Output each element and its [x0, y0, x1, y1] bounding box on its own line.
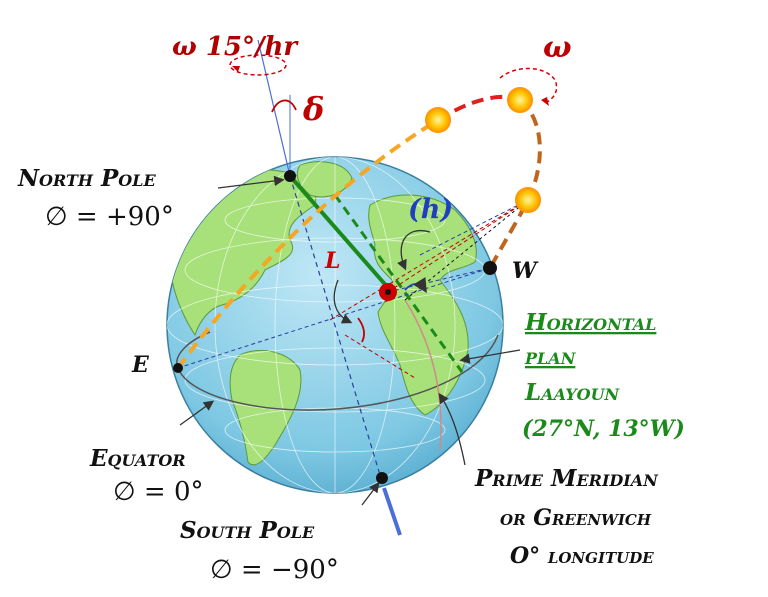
south-pole-point: [376, 472, 388, 484]
equator-phi-label: ∅ = 0°: [113, 477, 204, 507]
horizontal-plane-dashed: [333, 194, 464, 373]
sun-path-brown: [488, 98, 542, 269]
sun-path-orange: [176, 118, 440, 370]
latitude-angle-arc: [357, 317, 365, 343]
pointer-arrow-icon: [333, 279, 353, 324]
rotation-arrow-icon: [229, 54, 287, 76]
europe-africa-land: [368, 194, 477, 416]
pointer-arrow-icon: [217, 175, 285, 189]
equator-ring: [177, 334, 499, 411]
prime-meridian-label: Prime Meridian: [474, 465, 659, 492]
south-phi-label: ∅ = −90°: [210, 555, 339, 585]
sun-icon: [425, 107, 451, 133]
north-phi-label: ∅ = +90°: [45, 202, 174, 232]
prime-meridian-curve: [404, 299, 442, 451]
delta-label: δ: [302, 90, 324, 128]
earth-axis-dashed: [289, 175, 381, 476]
hour-angle-label: (h): [408, 194, 453, 225]
sun-icon: [507, 87, 533, 113]
city-coords-label: (27°N, 13°W): [522, 416, 685, 442]
earth-axis-bottom: [382, 487, 402, 536]
south-pole-label: South Pole: [180, 517, 315, 544]
pointer-arrow-icon: [179, 400, 215, 426]
equator-label: Equator: [89, 445, 186, 472]
east-point: [173, 363, 183, 373]
delta-arc: [271, 99, 297, 113]
horizontal-plan-label-line1: Horizontal: [524, 309, 656, 336]
north-pole-point: [284, 170, 296, 182]
city-label: Laayoun: [524, 379, 621, 406]
west-point: [483, 261, 497, 275]
omega-label: ω: [543, 30, 572, 65]
rotation-arrow-icon: [499, 67, 558, 104]
pointer-arrow-icon: [397, 229, 431, 271]
latitude-label: L: [324, 248, 340, 274]
pointer-arrow-icon: [361, 481, 380, 506]
omega-rate-label: ω 15°/hr: [172, 32, 299, 62]
west-label: W: [512, 258, 539, 284]
hour-angle-arc: [404, 277, 427, 294]
pointer-arrow-icon: [459, 349, 521, 364]
local-meridian-solid: [288, 174, 392, 292]
greenwich-label: or Greenwich: [500, 505, 652, 531]
north-pole-label: North Pole: [17, 165, 156, 192]
longitude-label: O° longitude: [510, 543, 654, 569]
sun-icon: [515, 187, 541, 213]
horizontal-plan-label-line2: plan: [524, 343, 577, 370]
pointer-arrow-icon: [438, 392, 466, 466]
east-label: E: [131, 352, 150, 378]
